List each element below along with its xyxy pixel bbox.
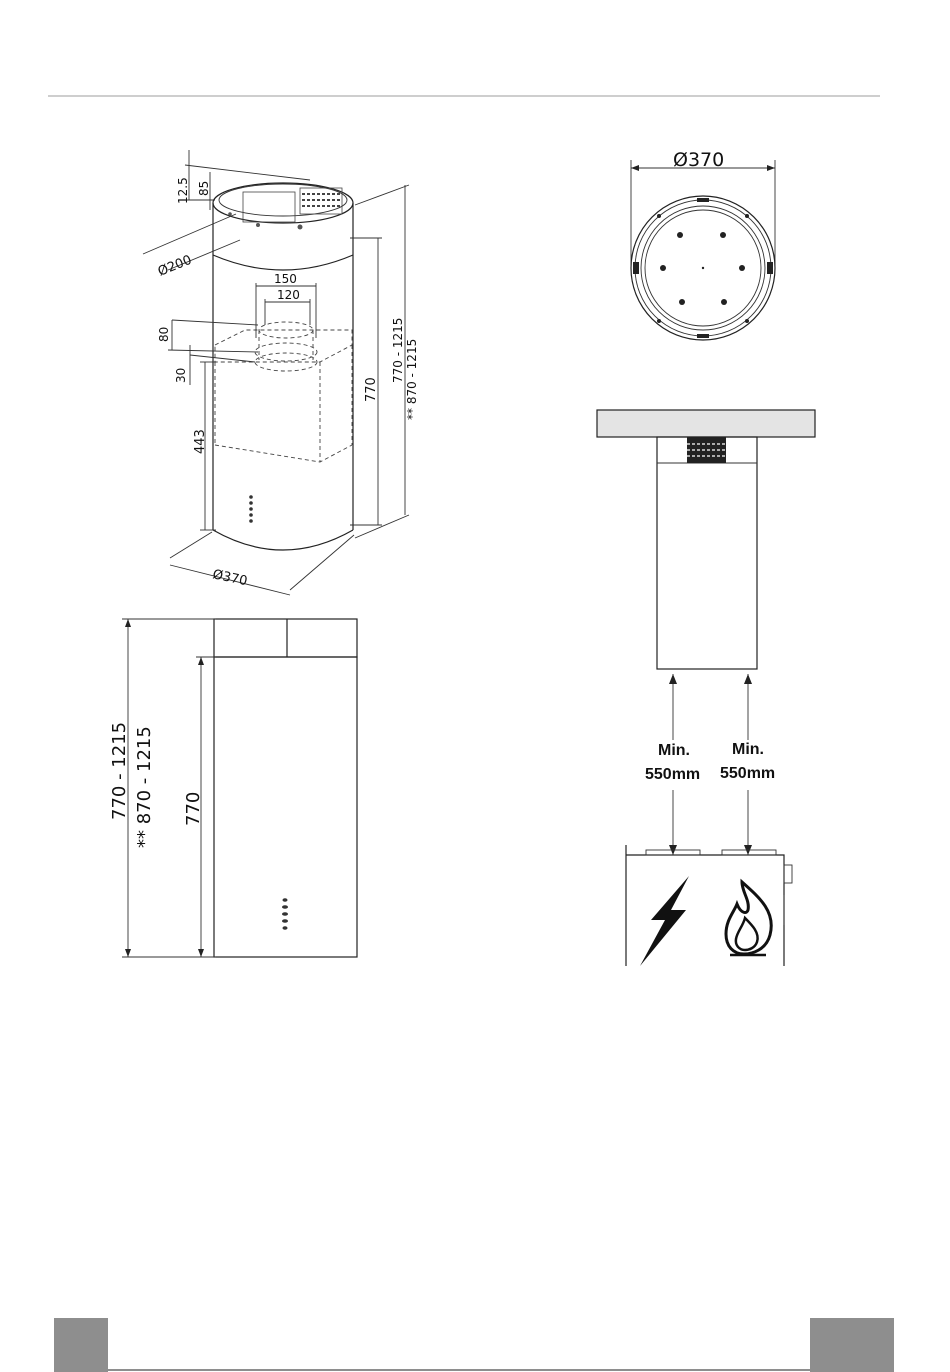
min-right-line2: 550mm bbox=[720, 765, 775, 782]
flame-icon bbox=[726, 882, 771, 955]
iso-dim-443: 443 bbox=[193, 429, 208, 454]
iso-dim-30: 30 bbox=[174, 368, 188, 383]
side-dim-range-2: ** 870 - 1215 bbox=[134, 726, 155, 848]
iso-dim-range-1: 770 - 1215 bbox=[391, 318, 405, 383]
side-dim-range-1: 770 - 1215 bbox=[109, 722, 130, 820]
iso-dim-12-5: 12.5 bbox=[176, 177, 190, 204]
iso-dim-150: 150 bbox=[274, 272, 297, 286]
iso-dim-770: 770 bbox=[364, 377, 379, 402]
min-left-line2: 550mm bbox=[645, 766, 700, 783]
isometric-view: 12.5 85 Ø200 150 120 80 30 443 770 770 -… bbox=[143, 150, 419, 595]
lightning-icon bbox=[640, 876, 689, 966]
footer-block-left bbox=[54, 1318, 108, 1372]
iso-dim-85: 85 bbox=[197, 181, 211, 196]
top-dim-dia-370: Ø370 bbox=[673, 149, 724, 171]
vent-grille bbox=[687, 437, 726, 463]
iso-dim-dia-200: Ø200 bbox=[156, 253, 194, 280]
min-left-line1: Min. bbox=[658, 742, 690, 759]
ceiling-plate bbox=[597, 410, 815, 437]
iso-dim-range-2: ** 870 - 1215 bbox=[405, 339, 419, 420]
iso-dim-120: 120 bbox=[277, 288, 300, 302]
iso-dim-80: 80 bbox=[157, 327, 171, 342]
footer-block-right bbox=[810, 1318, 894, 1372]
side-dim-770: 770 bbox=[183, 792, 204, 826]
iso-dim-dia-370: Ø370 bbox=[211, 567, 248, 589]
top-view: Ø370 bbox=[631, 149, 775, 340]
side-view: 770 - 1215 ** 870 - 1215 770 bbox=[109, 619, 357, 957]
install-view: Min. 550mm Min. 550mm bbox=[597, 410, 815, 966]
min-right-line1: Min. bbox=[732, 741, 764, 758]
